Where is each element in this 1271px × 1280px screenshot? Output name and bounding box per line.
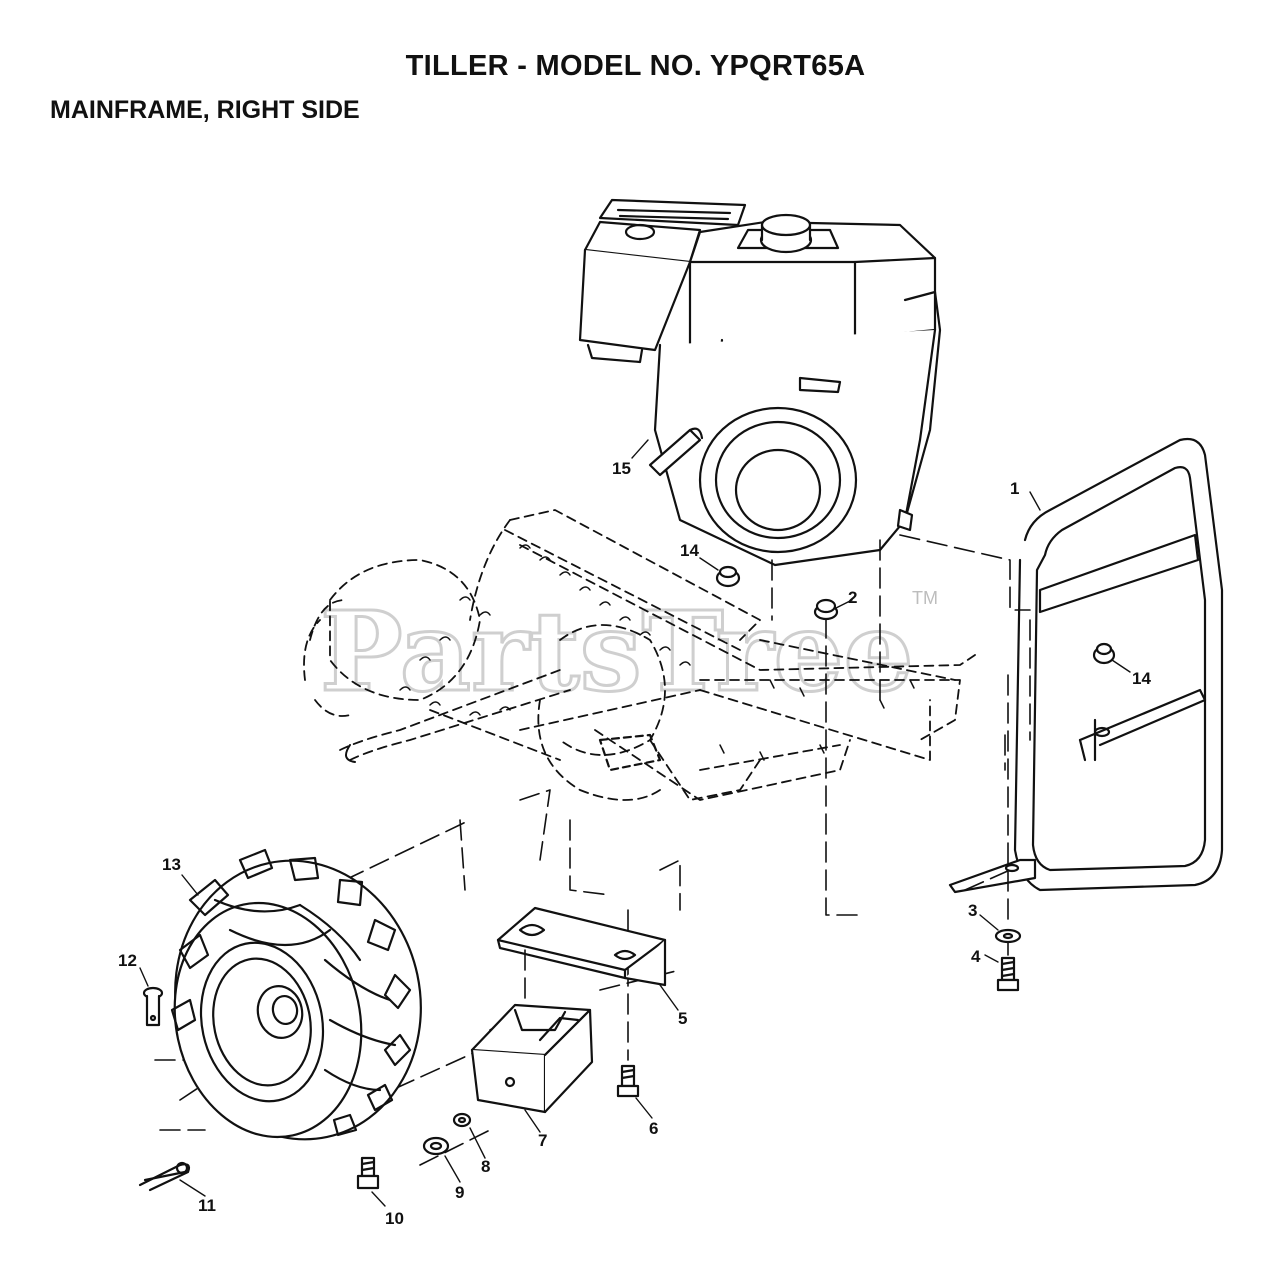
callout-labels: 1 2 3 4 5 6 7 8 9 10 11 12 13 14 14 15 <box>118 459 1151 1228</box>
bumper-bracket-part-1[interactable] <box>948 437 1224 894</box>
block-part-7[interactable] <box>470 1003 594 1114</box>
nut-part-14-right[interactable] <box>1092 642 1116 665</box>
nut-part-9[interactable] <box>422 1136 450 1156</box>
callout-15: 15 <box>612 459 631 478</box>
watermark-tm: TM <box>912 588 938 608</box>
washer-part-3[interactable] <box>994 928 1022 944</box>
callout-leaders <box>139 439 1131 1207</box>
callout-9: 9 <box>455 1183 464 1202</box>
hairpin-clip-part-11[interactable] <box>138 1161 191 1192</box>
clevis-pin-part-12[interactable] <box>142 986 164 1027</box>
callout-5: 5 <box>678 1009 687 1028</box>
mainframe-dashed-outline <box>303 509 976 801</box>
callout-11: 11 <box>198 1196 216 1215</box>
nut-part-14-left[interactable] <box>715 565 741 588</box>
wheel-tire-part-13[interactable] <box>150 838 447 1163</box>
callout-8: 8 <box>481 1157 490 1176</box>
tine-marks <box>399 544 915 761</box>
callout-12: 12 <box>118 951 137 970</box>
diagram-subtitle: MAINFRAME, RIGHT SIDE <box>50 96 360 124</box>
plate-part-5[interactable] <box>496 906 667 987</box>
watermark-text: PartsTree <box>320 587 914 716</box>
callout-13: 13 <box>162 855 181 874</box>
callout-1: 1 <box>1010 479 1019 498</box>
washer-part-8[interactable] <box>452 1112 472 1128</box>
callout-3: 3 <box>968 901 977 920</box>
callout-14-right: 14 <box>1132 669 1151 688</box>
engine-part-15[interactable] <box>578 198 942 567</box>
callout-2: 2 <box>848 588 857 607</box>
bolt-part-4[interactable] <box>996 956 1020 992</box>
bolt-part-6[interactable] <box>616 1064 640 1098</box>
callout-4: 4 <box>971 947 981 966</box>
callout-10: 10 <box>385 1209 404 1228</box>
callout-6: 6 <box>649 1119 658 1138</box>
bolt-part-10[interactable] <box>356 1156 380 1190</box>
watermark: PartsTree TM <box>319 586 939 718</box>
callout-14-left: 14 <box>680 541 699 560</box>
callout-7: 7 <box>538 1131 547 1150</box>
nut-part-2[interactable] <box>813 598 839 621</box>
diagram-title: TILLER - MODEL NO. YPQRT65A <box>405 50 866 82</box>
